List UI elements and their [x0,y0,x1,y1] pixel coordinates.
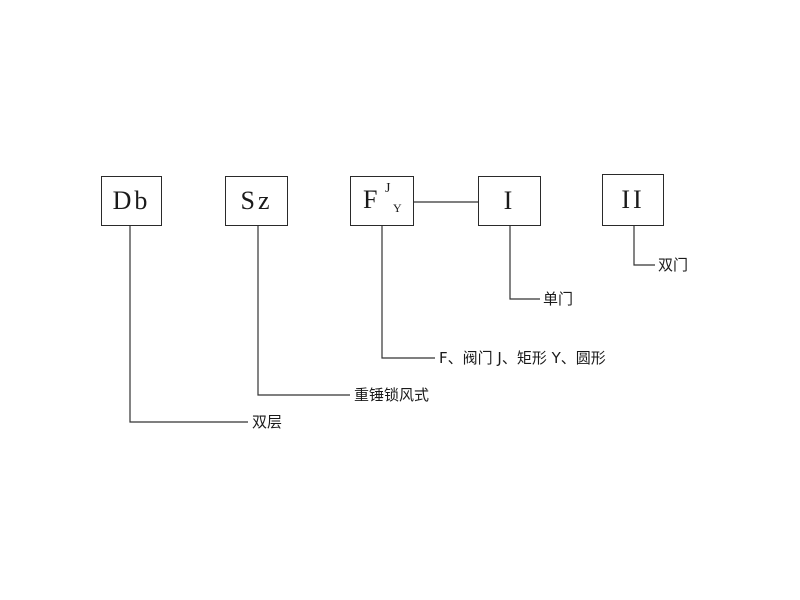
double-label: II [621,185,645,214]
caption-lock-type: 重锤锁风式 [354,386,430,404]
single-label: I [503,186,516,215]
caption-double-door: 双门 [658,256,689,274]
caption-single-door: 单门 [543,290,574,308]
leader-lock-type [257,226,350,396]
single-box: I [478,176,541,226]
sz-label: Sz [240,186,273,215]
sz-box: Sz [225,176,288,226]
f-box: F J Y [350,176,414,226]
f-main-letter: F [363,185,378,214]
leader-valve-shape [381,226,435,359]
caption-valve-shape: F、阀门 J、矩形 Y、圆形 [439,349,606,367]
f-subscript: Y [393,201,402,215]
f-superscript: J [385,181,391,196]
leader-double-door [633,226,655,266]
caption-double-layer: 双层 [252,413,283,431]
leader-double-layer [129,226,248,423]
double-box: II [602,174,664,226]
db-label: Db [112,186,151,215]
leader-single-door [509,226,540,300]
db-box: Db [101,176,162,226]
